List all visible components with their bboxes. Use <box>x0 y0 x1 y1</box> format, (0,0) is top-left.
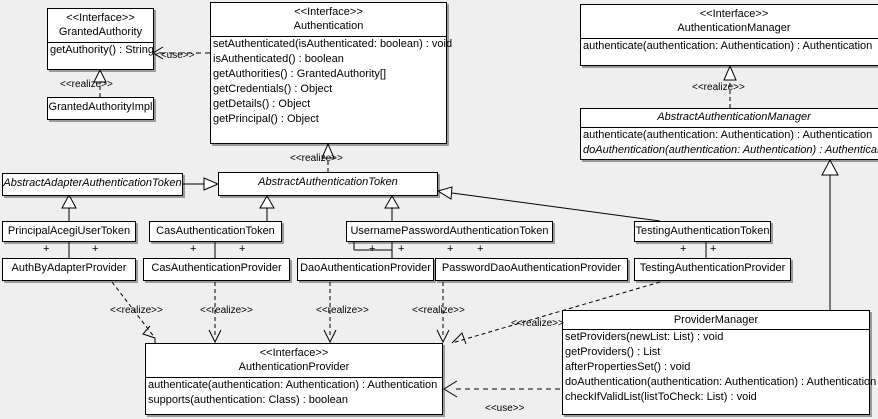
class-box-authentication[interactable]: <<Interface>> Authentication setAuthenti… <box>210 2 453 144</box>
edge-label-realize-provider-manager: <<realize>> <box>511 318 564 329</box>
stereotype-label: <<Interface>> <box>259 347 329 359</box>
edge-label-realize-granted-authority-impl: <<realize>> <box>60 79 113 90</box>
member-row: setAuthenticated(isAuthenticated: boolea… <box>213 38 453 50</box>
members-compartment-granted-authority: getAuthority() : String <box>48 43 154 58</box>
member-row: getCredentials() : Object <box>213 83 333 95</box>
member-row: getAuthority() : String <box>50 44 154 56</box>
stereotype-label: <<Interface>> <box>699 8 769 20</box>
edge-label-use-granted-authority: <<use>> <box>155 50 195 61</box>
compartment-divider <box>581 38 878 39</box>
stereotype-label: <<Interface>> <box>294 6 363 18</box>
members-compartment-authentication: setAuthenticated(isAuthenticated: boolea… <box>211 37 453 127</box>
class-box-testing-authentication-provider[interactable]: TestingAuthenticationProvider <box>634 258 791 281</box>
members-compartment-authentication-manager: authenticate(authentication: Authenticat… <box>581 39 878 54</box>
compartment-divider <box>146 377 442 378</box>
class-name-label: GrantedAuthority <box>58 26 143 38</box>
member-row: authenticate(authentication: Authenticat… <box>583 129 873 141</box>
class-name-label: AuthenticationProvider <box>238 361 350 373</box>
class-header-authentication: <<Interface>> Authentication <box>211 3 446 36</box>
class-box-cas-authentication-provider[interactable]: CasAuthenticationProvider <box>143 258 290 281</box>
class-box-abstract-authentication-token[interactable]: AbstractAuthenticationToken <box>218 172 438 196</box>
multiplicity-marker: + <box>43 243 50 255</box>
class-name-label: ProviderManager <box>673 314 759 326</box>
compartment-divider <box>211 36 446 37</box>
multiplicity-marker: + <box>239 243 246 255</box>
members-compartment-provider-manager: setProviders(newList: List) : void getPr… <box>563 330 877 405</box>
member-row: getDetails() : Object <box>213 98 311 110</box>
class-box-auth-by-adapter-provider[interactable]: AuthByAdapterProvider <box>2 258 136 281</box>
member-row: getProviders() : List <box>565 346 661 358</box>
class-box-granted-authority-impl[interactable]: GrantedAuthorityImpl <box>47 97 154 120</box>
edge-label-realize-abstract-auth-token: <<realize>> <box>290 153 343 164</box>
class-name-label: Authentication <box>293 20 364 32</box>
members-compartment-abstract-authentication-manager: authenticate(authentication: Authenticat… <box>581 128 878 158</box>
member-row: isAuthenticated() : boolean <box>213 53 344 65</box>
class-box-dao-authentication-provider[interactable]: DaoAuthenticationProvider <box>297 258 434 281</box>
edge-generalize-principalacegiusertoken <box>61 193 77 221</box>
class-box-username-password-authentication-token[interactable]: UsernamePasswordAuthenticationToken <box>346 221 553 242</box>
class-box-principal-acegi-user-token[interactable]: PrincipalAcegiUserToken <box>2 221 136 242</box>
class-header-abstract-authentication-manager: AbstractAuthenticationManager <box>581 109 878 127</box>
member-row: supports(authentication: Class) : boolea… <box>148 394 348 406</box>
member-row: authenticate(authentication: Authenticat… <box>148 379 438 391</box>
member-row: authenticate(authentication: Authenticat… <box>583 40 873 52</box>
class-box-authentication-manager[interactable]: <<Interface>> AuthenticationManager auth… <box>580 4 878 66</box>
stereotype-label: <<Interface>> <box>66 12 135 24</box>
edge-generalize-abstractadaptertoken <box>183 177 220 191</box>
member-row: checkIfValidList(listToCheck: List) : vo… <box>565 391 757 403</box>
member-row: doAuthentication(authentication: Authent… <box>583 144 878 156</box>
edge-generalize-casauthenticationtoken <box>259 195 275 221</box>
class-box-authentication-provider[interactable]: <<Interface>> AuthenticationProvider aut… <box>145 343 443 415</box>
edge-label-realize-abstract-auth-manager: <<realize>> <box>692 82 745 93</box>
multiplicity-marker: + <box>477 243 484 255</box>
class-name-label: AbstractAuthenticationManager <box>657 111 811 123</box>
class-header-provider-manager: ProviderManager <box>563 311 869 329</box>
multiplicity-marker: + <box>190 243 197 255</box>
class-box-abstract-adapter-authentication-token[interactable]: AbstractAdapterAuthenticationToken <box>2 173 183 196</box>
multiplicity-marker: + <box>92 243 99 255</box>
class-box-cas-authentication-token[interactable]: CasAuthenticationToken <box>149 221 282 242</box>
edge-label-use-provider-manager: <<use>> <box>485 403 525 414</box>
class-header-authentication-manager: <<Interface>> AuthenticationManager <box>581 5 878 38</box>
compartment-divider <box>581 127 878 128</box>
compartment-divider <box>563 329 869 330</box>
compartment-divider <box>48 42 153 43</box>
member-row: afterPropertiesSet() : void <box>565 361 691 373</box>
edge-label-realize-dao-provider: <<realize>> <box>316 305 369 316</box>
class-box-granted-authority[interactable]: <<Interface>> GrantedAuthority getAuthor… <box>47 8 154 70</box>
multiplicity-marker: + <box>710 243 717 255</box>
multiplicity-marker: + <box>447 243 454 255</box>
member-row: getAuthorities() : GrantedAuthority[] <box>213 68 387 80</box>
class-header-granted-authority: <<Interface>> GrantedAuthority <box>48 9 153 42</box>
class-box-abstract-authentication-manager[interactable]: AbstractAuthenticationManager authentica… <box>580 108 878 160</box>
class-box-testing-authentication-token[interactable]: TestingAuthenticationToken <box>634 221 771 242</box>
edge-label-realize-password-dao-provider: <<realize>> <box>412 305 465 316</box>
class-header-authentication-provider: <<Interface>> AuthenticationProvider <box>146 344 442 377</box>
edge-generalize-usernamepasswordtoken <box>384 195 400 221</box>
class-name-label: AuthenticationManager <box>677 22 791 34</box>
member-row: doAuthentication(authentication: Authent… <box>565 376 877 388</box>
multiplicity-marker: + <box>398 243 405 255</box>
members-compartment-authentication-provider: authenticate(authentication: Authenticat… <box>146 378 442 408</box>
edge-generalize-testingauthenticationtoken <box>436 186 661 222</box>
edge-generalize-providermanager <box>821 158 839 310</box>
multiplicity-marker: + <box>680 243 687 255</box>
class-box-provider-manager[interactable]: ProviderManager setProviders(newList: Li… <box>562 310 877 415</box>
member-row: setProviders(newList: List) : void <box>565 331 724 343</box>
member-row: getPrincipal() : Object <box>213 113 319 125</box>
class-box-password-dao-authentication-provider[interactable]: PasswordDaoAuthenticationProvider <box>435 258 628 281</box>
multiplicity-marker: + <box>369 243 376 255</box>
edge-label-realize-auth-by-adapter: <<realize>> <box>110 305 163 316</box>
edge-label-realize-cas-provider: <<realize>> <box>200 305 253 316</box>
